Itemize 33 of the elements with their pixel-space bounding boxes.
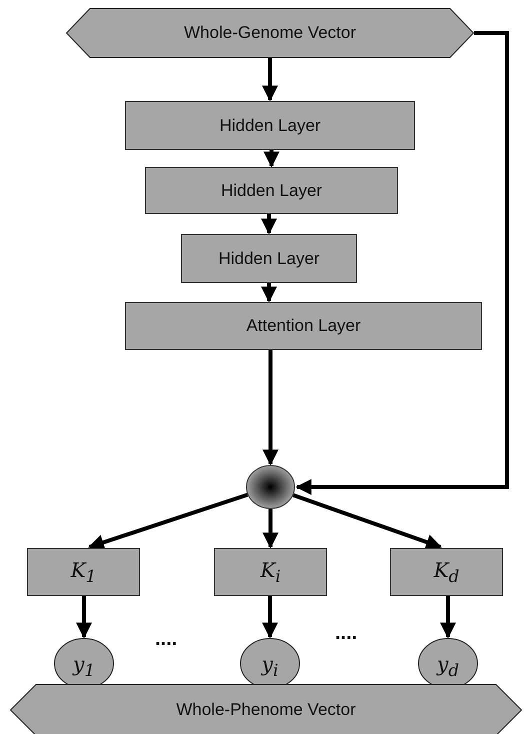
math-symbol: y$_{i}$ [262,652,278,680]
arrow [295,31,509,495]
arrow [264,150,280,168]
layer-box [145,167,398,214]
arrow [261,283,277,303]
math-symbol: K$_{1}$ [70,558,96,586]
node-label: Hidden Layer [218,248,320,268]
layer-box [125,101,415,150]
node-label: Whole-Genome Vector [184,23,356,43]
node-label: Attention Layer [246,316,361,336]
math-symbol: K$_{d}$ [434,558,460,586]
layer-box [125,302,482,350]
layer-box [27,548,140,596]
math-symbol: K$_{i}$ [260,558,281,586]
math-symbol: y$_{d}$ [437,652,459,680]
arrow [76,596,92,639]
arrow [262,596,278,639]
layer-box [181,234,357,283]
arrow [262,58,278,102]
layer-box [390,548,503,596]
node-label: Hidden Layer [220,180,322,200]
ellipsis-mark: .... [335,622,358,645]
arrow [88,492,248,550]
node-label: Hidden Layer [219,116,321,136]
arrow [261,214,277,235]
layer-box [214,548,327,596]
node-label: Whole-Phenome Vector [176,700,356,720]
arrow [262,509,278,549]
arrow [262,350,278,466]
math-symbol: y$_{1}$ [73,652,95,680]
arrow [440,596,456,639]
ellipsis-mark: .... [155,628,178,651]
arrow [292,493,442,550]
